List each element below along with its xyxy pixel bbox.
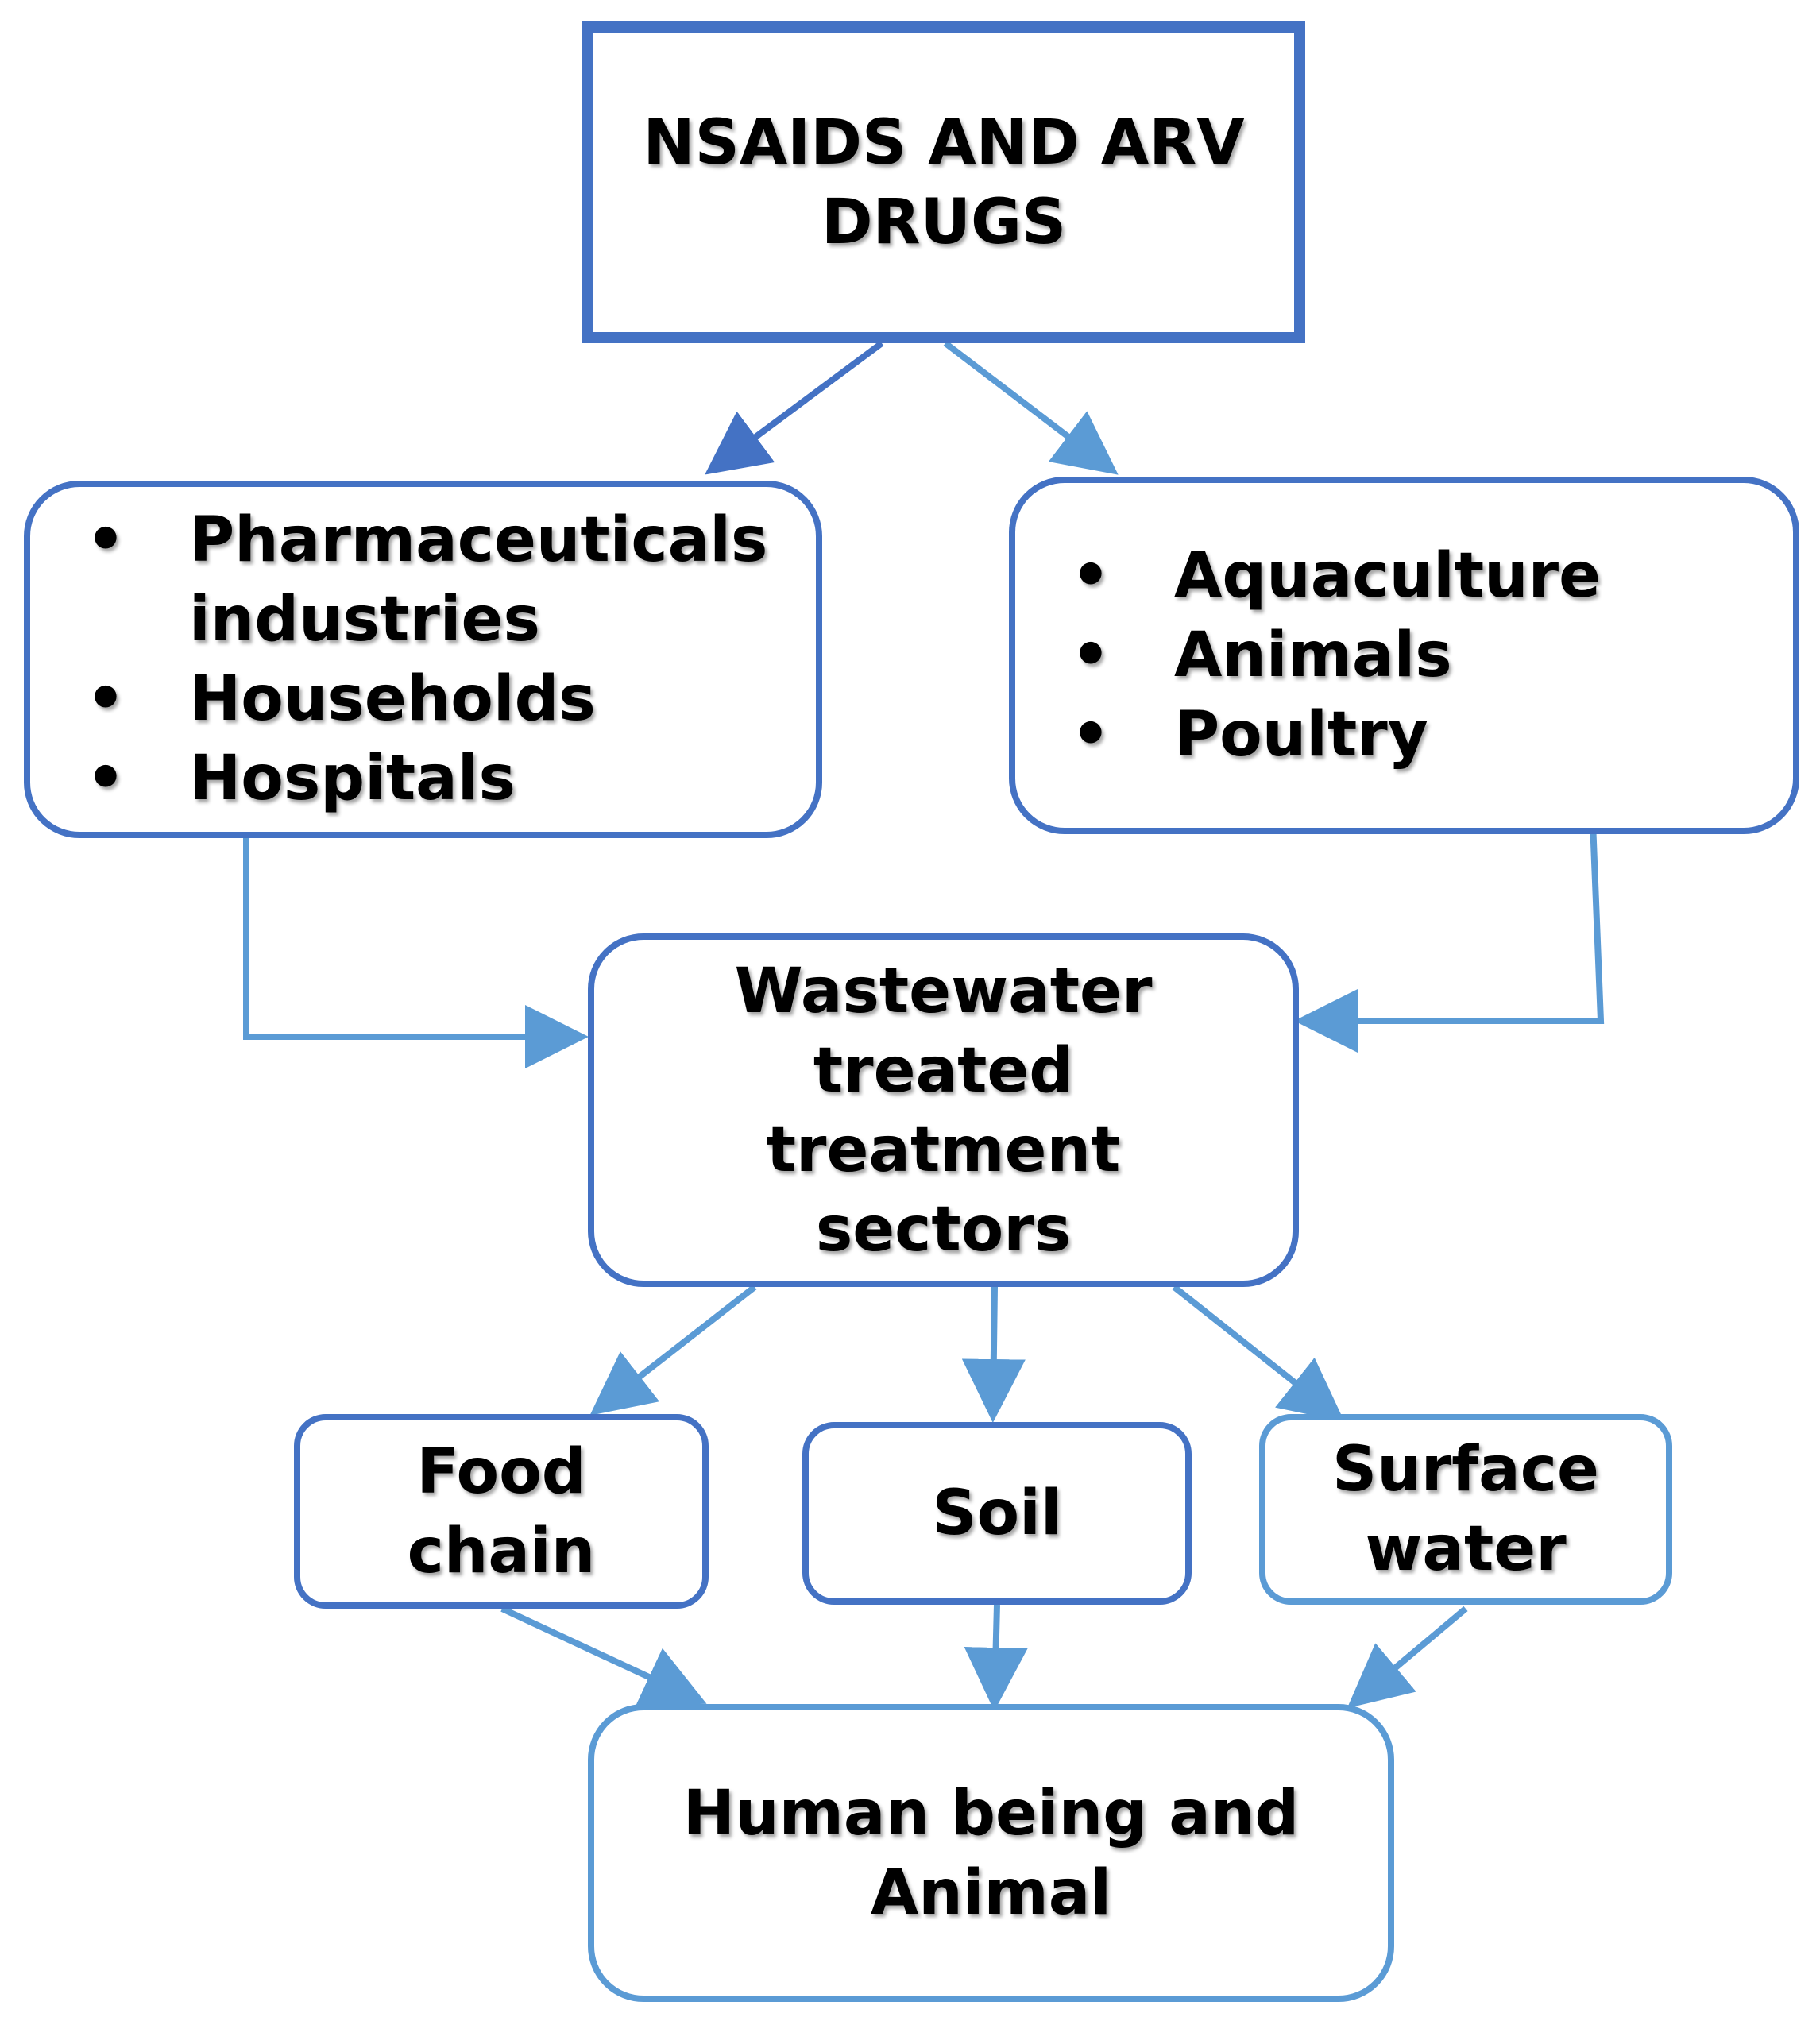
node-food-chain-label: Food chain xyxy=(407,1436,596,1587)
node-surface-water-label: Surface water xyxy=(1332,1434,1599,1585)
list-item: Poultry xyxy=(1015,695,1793,775)
node-human-animal-label: Human being and Animal xyxy=(682,1777,1300,1929)
list-item: Hospitals xyxy=(30,739,816,818)
node-wastewater-label: Wastewater treated treatment sectors xyxy=(734,955,1153,1266)
list-item: Aquaculture xyxy=(1015,536,1793,616)
arrow-food-chain-to-human xyxy=(500,1606,707,1706)
node-drugs: NSAIDS AND ARV DRUGS xyxy=(582,21,1305,343)
arrow-soil-to-human xyxy=(964,1604,1028,1711)
arrow-wastewater-to-food-chain xyxy=(589,1284,757,1416)
arrow-wastewater-to-soil xyxy=(961,1286,1026,1423)
human-sources-list: Pharmaceuticals industries Households Ho… xyxy=(30,500,816,818)
node-animal-sources: Aquaculture Animals Poultry xyxy=(1009,477,1799,834)
node-human-sources: Pharmaceuticals industries Households Ho… xyxy=(24,481,822,838)
arrow-top-to-right-sources xyxy=(943,340,1119,475)
node-human-animal: Human being and Animal xyxy=(588,1704,1394,2002)
list-item: Households xyxy=(30,659,816,739)
arrow-top-to-left-sources xyxy=(705,340,884,475)
node-soil: Soil xyxy=(802,1422,1192,1605)
list-item: Animals xyxy=(1015,616,1793,695)
arrow-right-sources-to-wastewater xyxy=(1294,821,1605,1053)
node-surface-water: Surface water xyxy=(1259,1414,1672,1605)
node-wastewater: Wastewater treated treatment sectors xyxy=(588,933,1299,1287)
arrow-wastewater-to-surface-water xyxy=(1172,1284,1345,1422)
arrow-left-sources-to-wastewater xyxy=(243,838,589,1068)
node-drugs-label: NSAIDS AND ARV DRUGS xyxy=(643,106,1245,258)
arrow-surface-water-to-human xyxy=(1347,1606,1468,1709)
animal-sources-list: Aquaculture Animals Poultry xyxy=(1015,536,1793,775)
node-food-chain: Food chain xyxy=(294,1414,709,1609)
node-soil-label: Soil xyxy=(932,1478,1062,1549)
list-item: Pharmaceuticals industries xyxy=(30,500,816,659)
